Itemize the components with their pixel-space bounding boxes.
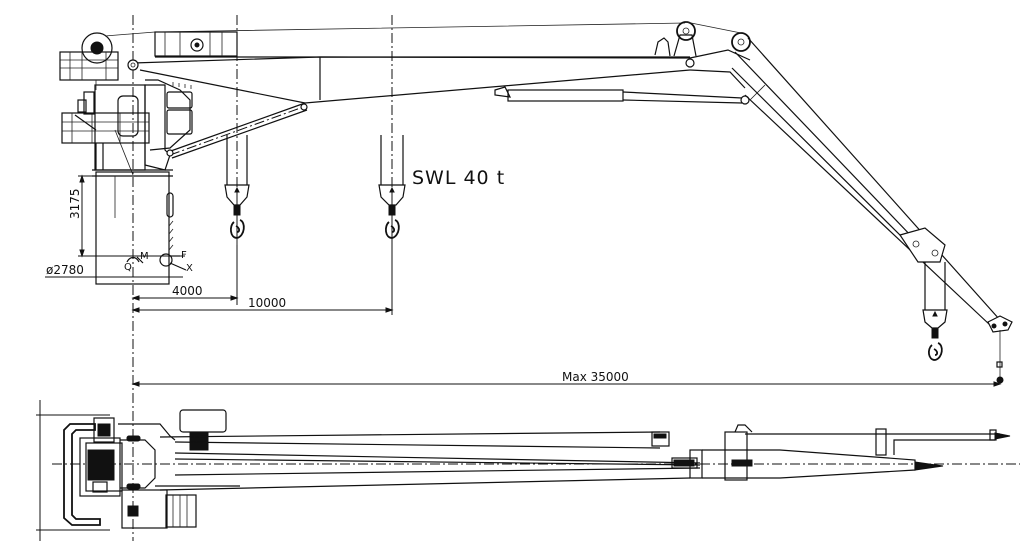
hook-block-10000 [378,135,406,239]
moment-symbol: M [140,251,149,262]
dim-radius-4000: 4000 [172,284,203,298]
jib [731,37,1013,384]
shear-symbol: Q [124,262,132,273]
swl-label: SWL 40 t [412,167,505,189]
force-symbol: F [181,250,187,261]
main-boom [104,22,691,159]
crane-house [59,32,193,176]
dim-radius-10000: 10000 [248,296,286,310]
dim-radius-max: Max 35000 [562,370,629,384]
side-elevation: SWL 40 t 3175 ø2780 4000 10000 [45,15,1013,541]
dim-pedestal-diameter: ø2780 [46,263,84,277]
hook-block-4000 [224,135,250,245]
hook-block-jib [922,262,948,361]
knuckle-joint [494,21,751,105]
axis-symbol: X [186,263,193,274]
dim-pedestal-height: 3175 [68,188,82,219]
dimensions: 3175 ø2780 4000 10000 Max 35000 [45,174,1002,387]
load-symbols: M Q F X [124,250,193,274]
plan-view [36,400,1020,541]
